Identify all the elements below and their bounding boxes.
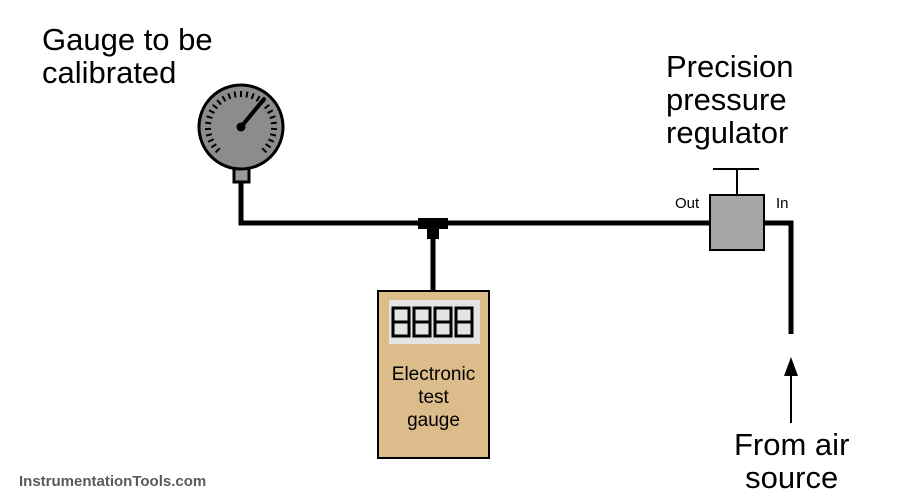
- tee-bar: [418, 218, 448, 229]
- watermark: InstrumentationTools.com: [19, 473, 207, 490]
- gauge-tick: [255, 95, 261, 102]
- gauge-tick: [269, 115, 276, 120]
- air-flow-arrow: [784, 357, 798, 423]
- gauge-tick: [214, 147, 221, 154]
- gauge-tick: [227, 92, 232, 100]
- gauge-tick: [261, 147, 268, 154]
- pipe-regulator-to-supply: [764, 220, 794, 334]
- gauge-tick: [267, 109, 274, 114]
- gauge-tick: [233, 91, 237, 98]
- electronic-test-gauge: [377, 290, 490, 459]
- display-digit: [391, 306, 411, 338]
- gauge-tick: [269, 133, 277, 137]
- regulator-body: [709, 194, 765, 251]
- pressure-regulator: [709, 168, 765, 251]
- gauge-tick: [263, 104, 270, 110]
- display-digit: [454, 306, 474, 338]
- gauge-tick: [208, 109, 215, 114]
- gauge-tick: [212, 104, 219, 110]
- gauge-tick: [216, 99, 222, 106]
- port-in-label: In: [776, 195, 789, 212]
- gauge-needle: [239, 97, 266, 129]
- gauge-tick: [205, 133, 213, 137]
- gauge-tick: [265, 143, 272, 149]
- pipes: [238, 182, 794, 334]
- gauge-tick: [221, 95, 227, 102]
- port-out-label: Out: [675, 195, 700, 212]
- gauge-ticks: [205, 91, 277, 154]
- gauge-tick: [206, 115, 213, 120]
- pipe-gauge-to-tee: [238, 182, 420, 226]
- pressure-gauge: [197, 83, 285, 184]
- gauge-tick: [270, 121, 277, 125]
- tee-stem: [427, 225, 439, 239]
- gauge-tick: [207, 138, 215, 143]
- gauge-tick: [210, 143, 217, 149]
- gauge-hub: [236, 122, 246, 132]
- display-digit: [412, 306, 432, 338]
- gauge-tick: [205, 121, 212, 125]
- arrow-head: [784, 357, 798, 376]
- test-gauge-label: Electronic test gauge: [391, 364, 476, 431]
- tee-fitting: [418, 218, 448, 239]
- display-digit: [433, 306, 453, 338]
- gauge-tick: [245, 91, 249, 98]
- gauge-title: Gauge to be calibrated: [42, 22, 213, 90]
- gauge-tick: [250, 92, 255, 100]
- air-source-label: From air source: [734, 427, 850, 495]
- regulator-title: Precision pressure regulator: [666, 49, 794, 150]
- display-digits: [391, 306, 474, 338]
- gauge-tick: [267, 138, 275, 143]
